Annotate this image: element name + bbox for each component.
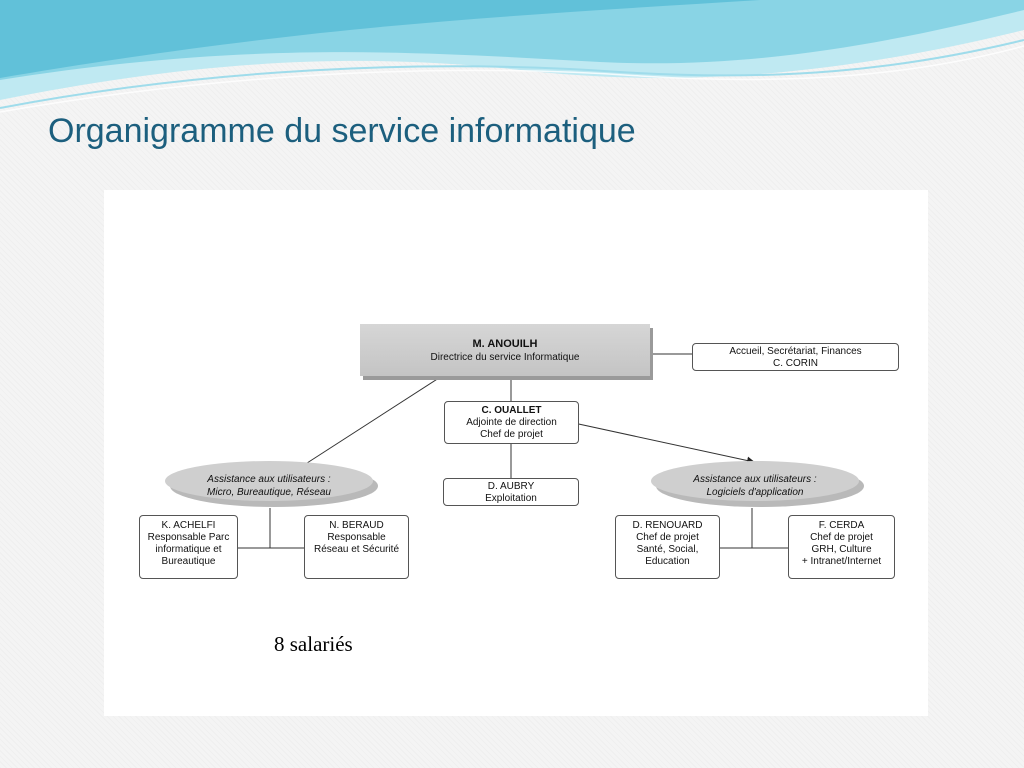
renouard-name: D. RENOUARD (632, 520, 703, 531)
exploitation-box: D. AUBRY Exploitation (443, 478, 579, 506)
deputy-line2: Chef de projet (480, 429, 543, 440)
secretariat-box: Accueil, Secrétariat, Finances C. CORIN (692, 343, 899, 371)
deputy-box: C. OUALLET Adjointe de direction Chef de… (444, 401, 579, 444)
director-role: Directrice du service Informatique (430, 352, 580, 363)
deputy-name: C. OUALLET (481, 405, 542, 416)
cerda-name: F. CERDA (818, 520, 865, 531)
group-right-line1: Assistance aux utilisateurs : (693, 474, 817, 485)
exploitation-line1: Exploitation (485, 493, 537, 504)
cerda-box: F. CERDA Chef de projet GRH, Culture + I… (788, 515, 895, 579)
achelfi-line1: Responsable Parc (147, 532, 230, 543)
achelfi-line2: informatique et (155, 544, 222, 555)
achelfi-line3: Bureautique (161, 556, 216, 567)
employee-count-note: 8 salariés (274, 632, 353, 656)
exploitation-name: D. AUBRY (487, 481, 535, 492)
secretariat-line2: C. CORIN (773, 358, 818, 369)
beraud-box: N. BERAUD Responsable Réseau et Sécurité (304, 515, 409, 579)
group-right-label: Assistance aux utilisateurs : Logiciels … (660, 473, 850, 499)
renouard-line3: Education (645, 556, 690, 567)
renouard-line1: Chef de projet (636, 532, 699, 543)
director-name: M. ANOUILH (472, 338, 538, 350)
org-chart-panel: M. ANOUILH Directrice du service Informa… (104, 190, 928, 716)
achelfi-box: K. ACHELFI Responsable Parc informatique… (139, 515, 238, 579)
deputy-line1: Adjointe de direction (466, 417, 557, 428)
renouard-box: D. RENOUARD Chef de projet Santé, Social… (615, 515, 720, 579)
cerda-line1: Chef de projet (810, 532, 873, 543)
achelfi-name: K. ACHELFI (161, 520, 216, 531)
cerda-line2: GRH, Culture (811, 544, 872, 555)
group-left-label: Assistance aux utilisateurs : Micro, Bur… (174, 473, 364, 499)
beraud-line2: Réseau et Sécurité (313, 544, 400, 555)
group-left-line2: Micro, Bureautique, Réseau (207, 487, 331, 498)
decorative-wave-header (0, 0, 1024, 113)
group-right-line2: Logiciels d'application (706, 487, 804, 498)
beraud-line1: Responsable (327, 532, 386, 543)
beraud-name: N. BERAUD (329, 520, 384, 531)
director-box: M. ANOUILH Directrice du service Informa… (360, 324, 650, 376)
cerda-line3: + Intranet/Internet (801, 556, 882, 567)
org-chart-connectors (165, 353, 864, 549)
secretariat-line1: Accueil, Secrétariat, Finances (729, 346, 862, 357)
group-left-line1: Assistance aux utilisateurs : (207, 474, 331, 485)
slide-title: Organigramme du service informatique (48, 112, 636, 150)
renouard-line2: Santé, Social, (636, 544, 699, 555)
